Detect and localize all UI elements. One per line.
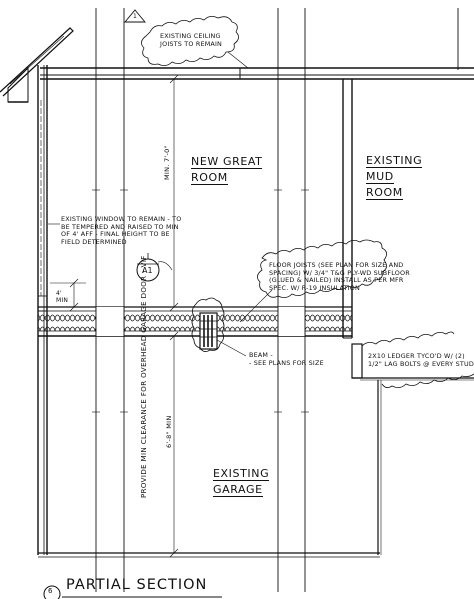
mud-room-label: EXISTING MUD ROOM [366, 154, 423, 203]
existing-window [40, 100, 48, 296]
beam-note: BEAM - - SEE PLANS FOR SIZE [249, 351, 324, 367]
section-ref-label: A1 [142, 266, 153, 275]
floor-joists-cloud [257, 239, 387, 298]
title-bubble [43, 585, 222, 599]
dimension-lines [50, 74, 179, 558]
ceiling-height-dim: MIN. 7'-0" [163, 145, 171, 180]
mud-room-line-1: EXISTING [366, 154, 423, 168]
floor-assembly [38, 306, 352, 337]
grid-lines [95, 8, 459, 592]
revision-triangle [124, 9, 146, 23]
great-room-line-2: ROOM [191, 171, 228, 185]
great-room-label: NEW GREAT ROOM [191, 155, 263, 188]
ceiling-joists-leader [227, 51, 249, 69]
garage-label: EXISTING GARAGE [213, 467, 270, 500]
window-note: EXISTING WINDOW TO REMAIN - TO BE TEMPER… [61, 215, 182, 246]
mud-room-line-3: ROOM [366, 186, 403, 200]
mud-room-line-2: MUD [366, 170, 394, 184]
beam-cloud [191, 297, 225, 352]
ceiling-joists-cloud [141, 16, 239, 66]
beam-leader [216, 339, 247, 357]
drawing-title: PARTIAL SECTION [66, 577, 208, 593]
garage-door-note: PROVIDE MIN CLEARANCE FOR OVERHEAD GARAG… [140, 255, 148, 498]
garage-slab [38, 552, 380, 558]
ledger-note: 2X10 LEDGER TYCO'D W/ (2) 1/2" LAG BOLTS… [368, 352, 474, 368]
revision-number: 1 [133, 13, 137, 20]
grid-ticks [92, 189, 309, 413]
section-ref-bubble [136, 253, 173, 282]
mud-room-wall [342, 79, 474, 381]
ledger-cloud [361, 331, 474, 388]
garage-line-2: GARAGE [213, 483, 263, 497]
left-exterior-wall [37, 65, 48, 555]
garage-wall [377, 380, 382, 555]
roof-eave [0, 27, 74, 103]
beam [199, 312, 218, 350]
garage-height-dim: 6'-8" MIN [165, 415, 173, 448]
ceiling-band [40, 67, 474, 80]
floor-joists-leader [239, 289, 273, 323]
ceiling-joists-note: EXISTING CEILING JOISTS TO REMAIN [160, 32, 223, 48]
great-room-line-1: NEW GREAT [191, 155, 263, 169]
floor-joists-note: FLOOR JOISTS (SEE PLAN FOR SIZE AND SPAC… [269, 261, 410, 292]
sill-height-dim: 4' MIN [56, 290, 69, 304]
garage-line-1: EXISTING [213, 467, 270, 481]
view-number: 6 [48, 587, 53, 595]
